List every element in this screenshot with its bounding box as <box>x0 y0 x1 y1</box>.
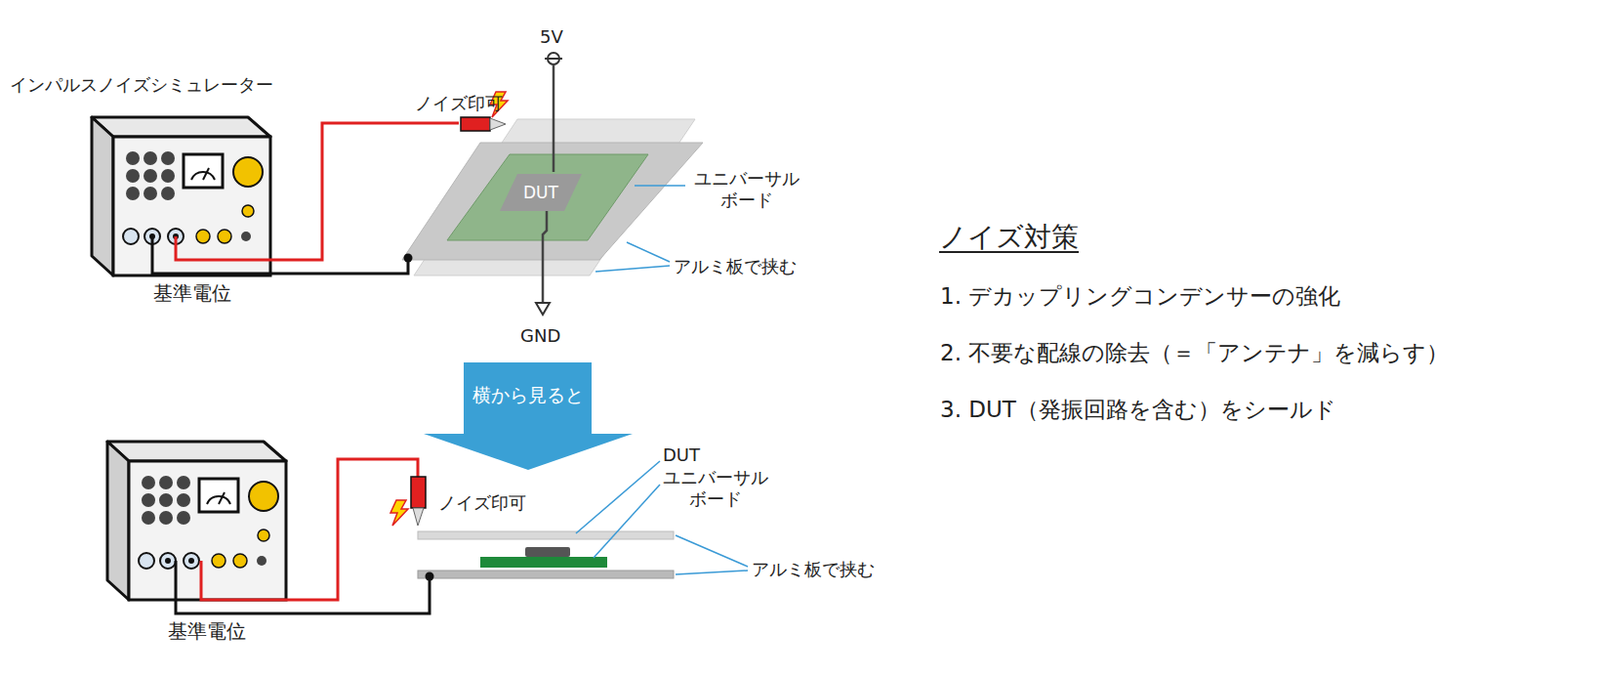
device-label: インパルスノイズシミュレーター <box>9 74 274 96</box>
countermeasure-item: 1. デカップリングコンデンサーの強化 <box>940 283 1341 311</box>
ground-label: GND <box>520 325 561 347</box>
plate-label: アルミ板で挟む <box>751 558 875 580</box>
view-arrow: 横から見ると <box>423 362 633 470</box>
dut-chip: DUT <box>499 171 582 213</box>
noise-label: ノイズ印可 <box>438 492 527 514</box>
countermeasure-item: 3. DUT（発振回路を含む）をシールド <box>940 396 1337 424</box>
supply-label: 5V <box>539 26 564 48</box>
countermeasure-item: 2. 不要な配線の除去（＝「アンテナ」を減らす） <box>940 339 1449 368</box>
board-label: ユニバーサル ボード <box>656 466 776 509</box>
board-label: ユニバーサル ボード <box>687 167 807 210</box>
view-arrow-text: 横から見ると <box>423 362 633 407</box>
reference-label: 基準電位 <box>167 618 247 643</box>
noise-label: ノイズ印可 <box>414 92 503 115</box>
view-arrow-shape <box>423 362 633 470</box>
plate-label: アルミ板で挟む <box>673 255 797 278</box>
dut-chip-text: DUT <box>499 171 582 213</box>
countermeasure-heading: ノイズ対策 <box>939 220 1079 254</box>
reference-label: 基準電位 <box>153 281 232 305</box>
dut-label: DUT <box>662 444 700 466</box>
